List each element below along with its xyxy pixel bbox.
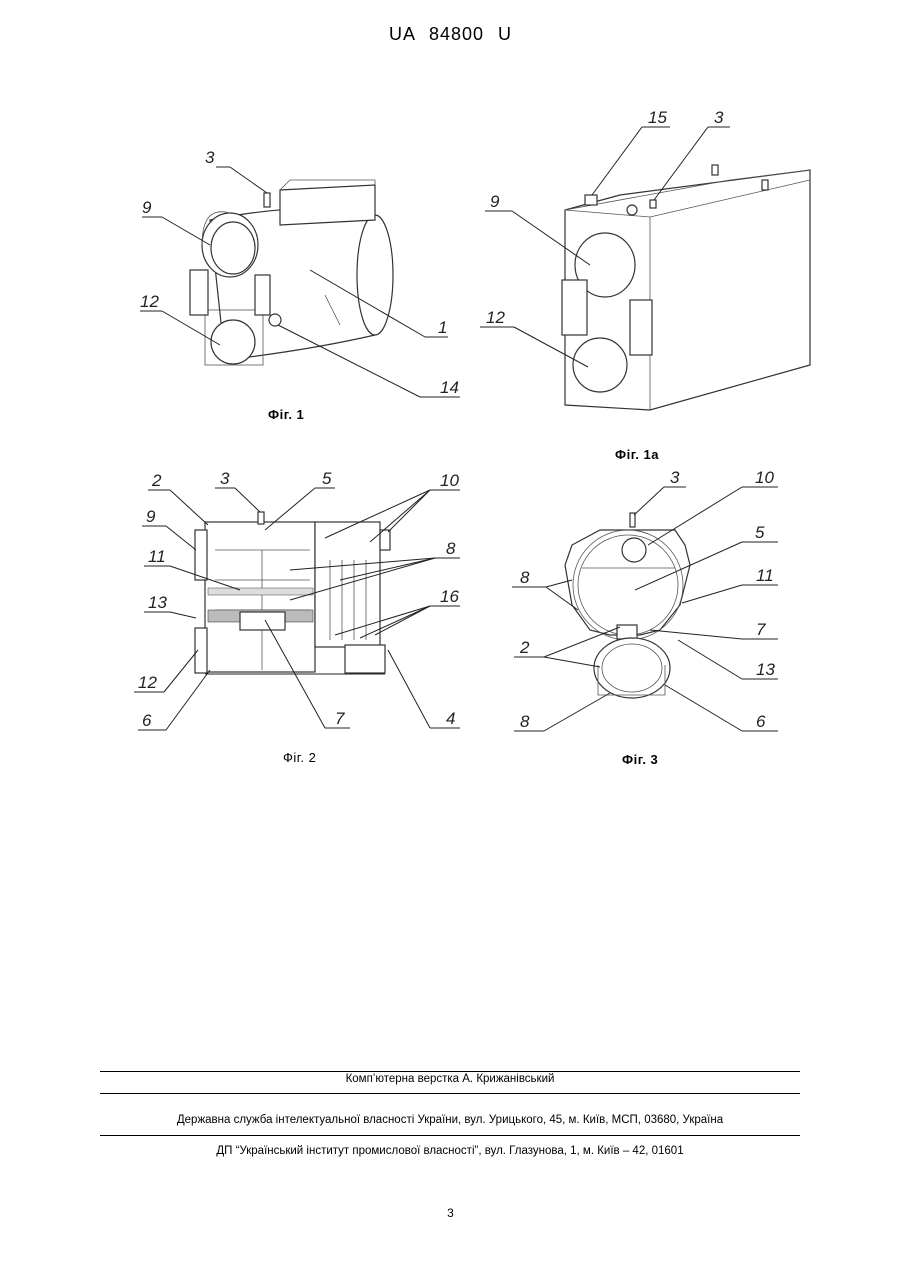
- fig2-label: 7: [335, 709, 345, 728]
- footer-agency: Державна служба інтелектуальної власност…: [100, 1114, 800, 1126]
- fig1-label: 12: [140, 292, 159, 311]
- fig2-label: 9: [146, 507, 156, 526]
- fig1a-label: 9: [490, 192, 500, 211]
- fig3-label: 5: [755, 523, 765, 542]
- fig3-label: 8: [520, 712, 530, 731]
- fig3-label: 2: [519, 638, 530, 657]
- page-number: 3: [0, 1206, 901, 1220]
- figure-3-drawing: 3 10 5 8 11 7 2 13 8 6: [510, 465, 810, 740]
- fig2-label: 5: [322, 469, 332, 488]
- fig3-label: 6: [756, 712, 766, 731]
- figure-1-drawing: 3 9 12 1 14: [130, 145, 470, 405]
- fig2-label: 11: [148, 547, 166, 566]
- footer-divider: [100, 1093, 800, 1094]
- fig2-label: 4: [446, 709, 455, 728]
- fig1-label: 9: [142, 198, 152, 217]
- fig2-label: 13: [148, 593, 167, 612]
- fig2-label: 8: [446, 539, 456, 558]
- fig2-label: 12: [138, 673, 157, 692]
- fig2-label: 3: [220, 469, 230, 488]
- fig3-label: 11: [756, 566, 774, 585]
- figure-3-caption: Фіг. 3: [622, 752, 658, 767]
- fig1a-label: 3: [714, 108, 724, 127]
- footer-institute: ДП “Український інститут промислової вла…: [100, 1145, 800, 1157]
- fig3-label: 13: [756, 660, 775, 679]
- footer-divider: [100, 1135, 800, 1136]
- fig2-label: 10: [440, 471, 459, 490]
- fig2-label: 6: [142, 711, 152, 730]
- figure-2-drawing: 2 3 5 10 9 11 8 13 16 12 6 7 4: [130, 470, 470, 740]
- fig3-label: 10: [755, 468, 774, 487]
- fig3-label: 7: [756, 620, 766, 639]
- fig1-label: 1: [438, 318, 447, 337]
- fig1a-label: 15: [648, 108, 667, 127]
- fig2-label: 16: [440, 587, 459, 606]
- figure-1a-drawing: 15 3 9 12: [480, 105, 830, 425]
- patent-header: UA 84800 U: [0, 24, 901, 45]
- figure-1a-caption: Фіг. 1а: [615, 447, 659, 462]
- fig1-label: 14: [440, 378, 459, 397]
- figure-2-caption: Фіг. 2: [283, 750, 316, 765]
- footer-divider: [100, 1071, 800, 1072]
- fig3-label: 8: [520, 568, 530, 587]
- figure-1-caption: Фіг. 1: [268, 407, 304, 422]
- fig1-label: 3: [205, 148, 215, 167]
- fig2-label: 2: [151, 471, 162, 490]
- footer-typesetter: Комп’ютерна верстка А. Крижанівський: [100, 1073, 800, 1085]
- fig3-label: 3: [670, 468, 680, 487]
- fig1a-label: 12: [486, 308, 505, 327]
